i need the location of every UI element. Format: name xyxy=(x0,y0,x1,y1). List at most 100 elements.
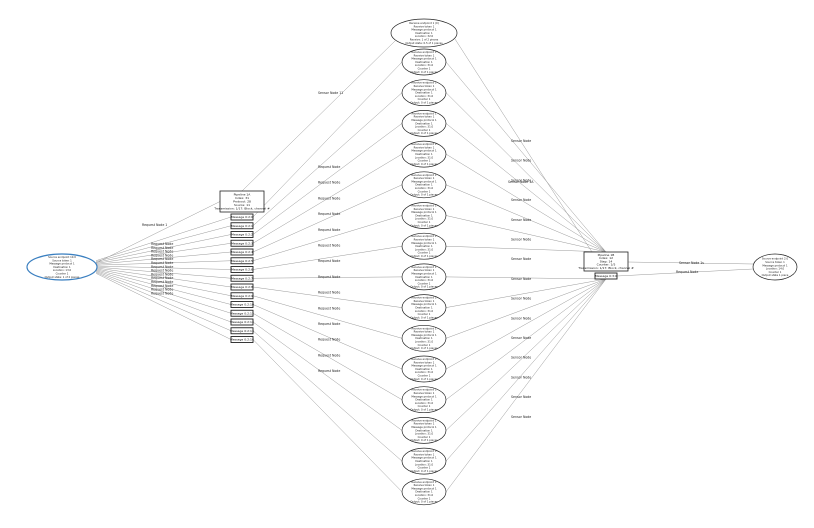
pipeline-right-rect xyxy=(583,251,629,272)
receive-node-2-line-2: Message protocol 1 xyxy=(411,118,437,122)
receive-node-14-line-5: Counter 1 xyxy=(418,496,431,500)
edge-header-to-top xyxy=(241,40,396,192)
receive-node-12-line-1: Receive token 1 xyxy=(414,422,435,426)
edge-left-to-stack-4 xyxy=(95,251,232,265)
receive-node-1-line-3: Destination 1 xyxy=(415,91,433,95)
edge-stack-to-center-4 xyxy=(252,184,403,253)
edge-label-mid-fan-10: Request Node xyxy=(318,322,340,326)
receive-node-9-line-6: Output: 0 of 1 pieces xyxy=(410,346,438,350)
edge-label-mid-top: Sensor Node 11 xyxy=(318,91,343,95)
message-box-label-11: Message 0:2:11 xyxy=(230,311,254,315)
pipeline-header-line-2: Protocol: 28 xyxy=(233,199,251,203)
edge-label-left-fan-13: Request Node xyxy=(151,291,173,295)
receive-node-14-line-6: Output: 0 of 1 pieces xyxy=(410,500,438,504)
edge-label-right-fan-12: Sensor Node xyxy=(511,375,531,379)
receive-node-4-line-5: Counter 1 xyxy=(418,189,431,193)
receive-node-13-shape xyxy=(401,447,447,475)
message-box-label-2: Message 0:2:2 xyxy=(231,233,253,237)
edge-label-left-fan-8: Request Node xyxy=(151,272,173,276)
source-node-far-right-line-0: Source endpoint 2.0 xyxy=(762,257,789,261)
source-node-far-right-line-2: Message protocol 1 xyxy=(762,263,788,267)
receive-node-5-line-6: Output: 0 of 1 pieces xyxy=(410,223,438,227)
edge-label-left-top: Request Node 1 xyxy=(142,223,167,227)
receive-node-8-line-0: Receive endpoint 1 xyxy=(412,296,437,300)
edge-left-to-stack-3 xyxy=(95,243,232,264)
edge-left-to-stack-12 xyxy=(95,271,232,323)
receive-node-3-line-3: Destination 1 xyxy=(415,152,433,156)
message-box-label-5: Message 0:2:5 xyxy=(231,259,253,263)
receive-node-3-line-5: Counter 1 xyxy=(418,159,431,163)
edge-label-right-fan-6: Sensor Node xyxy=(511,257,531,261)
message-box-label-14: Message 0:2:14 xyxy=(230,338,254,342)
receive-node-1-line-6: Output: 0 of 1 pieces xyxy=(410,101,438,105)
receive-node-13-line-6: Output: 0 of 1 pieces xyxy=(410,469,438,473)
message-box-label-12: Message 0:2:12 xyxy=(230,320,254,324)
receive-node-14-line-4: Location: 31.0 xyxy=(415,493,434,497)
receive-node-5-line-0: Receive endpoint 1 xyxy=(412,204,437,208)
receive-node-0-line-4: Location: 31.0 xyxy=(415,63,434,67)
receive-node-2-line-3: Destination 1 xyxy=(415,121,433,125)
receive-node-1-line-4: Location: 31.0 xyxy=(415,94,434,98)
message-box-rect-11 xyxy=(230,309,254,317)
edge-label-mid-fan-4: Request Node xyxy=(318,228,340,232)
receive-node-5-line-4: Location: 31.0 xyxy=(415,217,434,221)
message-box-rect-9 xyxy=(230,292,254,300)
receive-node-5-line-1: Receive token 1 xyxy=(414,207,435,211)
receive-node-9-line-1: Receive token 1 xyxy=(414,330,435,334)
source-node-far-right-line-5: Output state 1 piece xyxy=(762,273,789,277)
edge-label-right-fan-2: Sensor Node xyxy=(511,178,531,182)
edge-left-to-stack-11 xyxy=(95,270,232,314)
receive-node-8-line-1: Receive token 1 xyxy=(414,299,435,303)
receive-node-8-line-5: Counter 1 xyxy=(418,312,431,316)
message-box-14: Message 0:2:14 xyxy=(230,336,254,343)
receive-node-8-line-6: Output: 0 of 1 pieces xyxy=(410,315,438,319)
receive-node-7-line-6: Output: 0 of 1 pieces xyxy=(410,285,438,289)
receive-node-13-line-1: Receive token 1 xyxy=(414,452,435,456)
receive-node-3-line-2: Message protocol 1 xyxy=(411,149,437,153)
edge-label-right-fan-9: Sensor Node xyxy=(511,316,531,320)
edge-label-right-fan-8: Sensor Node xyxy=(511,297,531,301)
edge-left-to-stack-9 xyxy=(95,268,232,296)
edge-label-mid-fan-2: Request Node xyxy=(318,196,340,200)
message-box-label-10: Message 0:2:10 xyxy=(230,303,254,307)
message-box-4: Message 0:2:4 xyxy=(230,248,254,256)
receive-node-7-line-0: Receive endpoint 1 xyxy=(412,265,437,269)
receive-node-11-line-2: Message protocol 1 xyxy=(411,394,437,398)
receive-node-8-line-4: Location: 31.0 xyxy=(415,309,434,313)
message-box-label-3: Message 0:2:3 xyxy=(231,241,253,245)
receive-node-1-line-1: Receive token 1 xyxy=(414,84,435,88)
receive-node-6-line-2: Message protocol 1 xyxy=(411,241,437,245)
receive-node-5-line-3: Destination 1 xyxy=(415,213,433,217)
receive-node-11-shape xyxy=(401,386,447,414)
message-box-0: Message 0:2:0 xyxy=(230,213,254,221)
pipeline-right-line-1: Index: 12 xyxy=(599,256,613,260)
edge-left-to-stack-7 xyxy=(95,266,232,279)
edge-center-to-right-4 xyxy=(445,184,607,253)
receive-node-11-line-5: Counter 1 xyxy=(418,404,431,408)
receive-node-6-line-1: Receive token 1 xyxy=(414,238,435,242)
receive-node-14-line-2: Message protocol 1 xyxy=(411,486,437,490)
receive-node-top-line-6: Output state: 0.5 of 1 pieces xyxy=(405,41,443,45)
message-box-13: Message 0:2:13 xyxy=(230,327,254,335)
message-box-rect-13 xyxy=(230,327,254,335)
receive-node-0-line-5: Counter 1 xyxy=(418,67,431,71)
edge-label-right-fan-3: Sensor Node xyxy=(511,198,531,202)
pipeline-right-line-3: Counter: 1/5 xyxy=(597,263,616,267)
receive-node-13-line-0: Receive endpoint 1 xyxy=(412,449,437,453)
receive-node-12-line-2: Message protocol 1 xyxy=(411,425,437,429)
receive-node-7-line-5: Counter 1 xyxy=(418,281,431,285)
message-box-rect-3 xyxy=(230,239,254,247)
message-box-label-0: Message 0:2:0 xyxy=(231,215,253,219)
edge-layer xyxy=(95,38,754,492)
edge-label-left-fan-1: Request Node xyxy=(151,246,173,250)
message-box-rect-12 xyxy=(230,318,254,326)
edge-label-mid-fan-11: Request Node xyxy=(318,338,340,342)
receive-node-10-line-0: Receive endpoint 1 xyxy=(412,357,437,361)
message-box-label-4: Message 0:2:4 xyxy=(231,250,253,254)
